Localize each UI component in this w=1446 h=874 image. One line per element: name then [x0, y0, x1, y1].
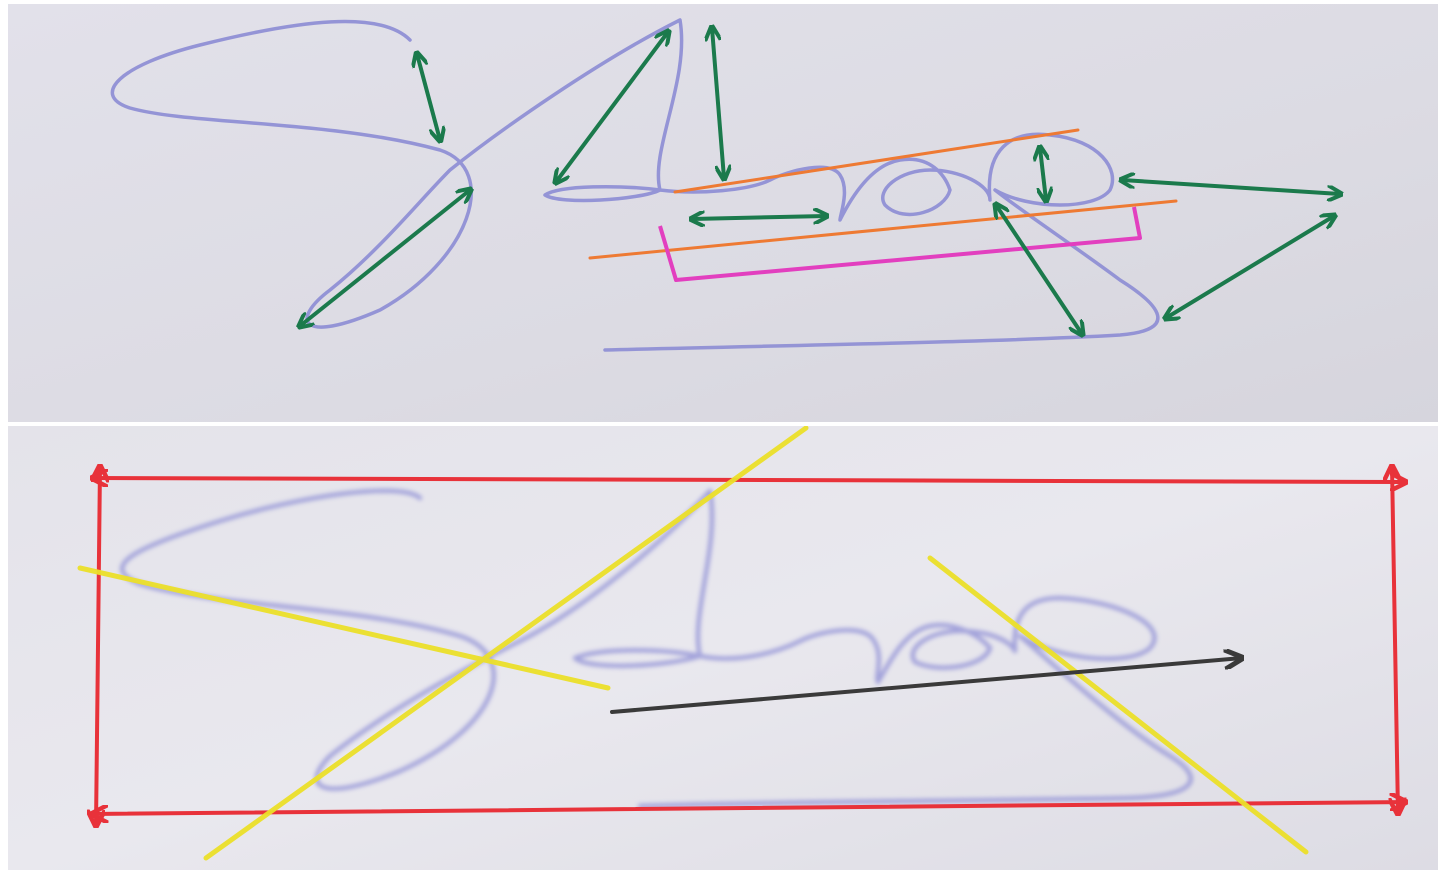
slant-line-rising: [203, 426, 809, 861]
box-top-edge: [90, 478, 1408, 482]
double-arrow: [300, 190, 470, 326]
signature-measurement-photo: [0, 0, 1446, 426]
upper-baseline: [673, 128, 1080, 194]
measurement-arrows: [300, 28, 1340, 334]
zone-bracket: [658, 206, 1142, 282]
slant-line-right: [927, 555, 1309, 855]
double-arrow: [712, 28, 724, 178]
direction-arrow: [610, 658, 1242, 714]
slant-lines: [77, 426, 1309, 861]
double-arrow: [1122, 180, 1340, 194]
slant-line-falling: [77, 565, 611, 691]
signature-bounding-box-photo: [0, 426, 1446, 874]
paper-background: [8, 4, 1438, 422]
box-bottom-edge: [90, 802, 1408, 814]
double-arrow: [556, 32, 668, 182]
double-arrow: [1166, 216, 1334, 318]
box-right-edge: [1392, 464, 1398, 816]
bounding-box: [90, 464, 1408, 828]
double-arrow: [417, 54, 440, 140]
bottom-photo-canvas: [8, 426, 1438, 870]
box-left-edge: [96, 464, 100, 828]
top-photo-canvas: [8, 4, 1438, 422]
double-arrow: [1040, 148, 1046, 200]
double-arrow: [692, 216, 826, 219]
double-arrow: [996, 205, 1082, 334]
